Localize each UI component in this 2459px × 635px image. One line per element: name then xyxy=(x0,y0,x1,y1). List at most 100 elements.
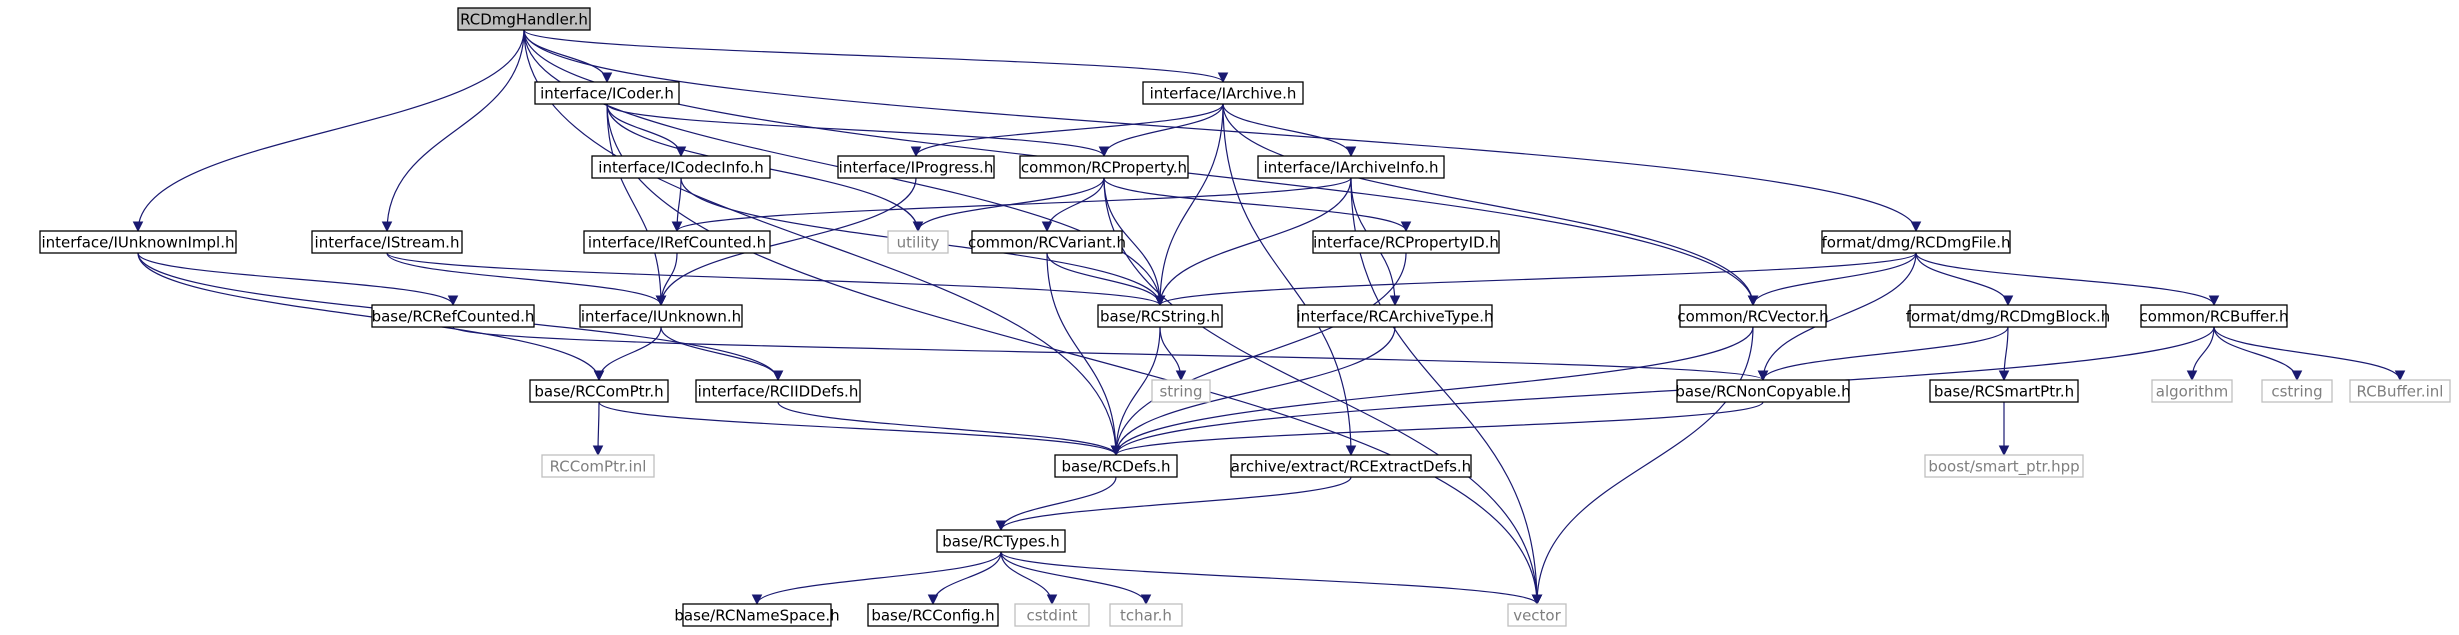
node-rciiddefs[interactable]: interface/RCIIDDefs.h xyxy=(695,379,861,403)
edge-rcdmgblock-to-rcsmartptr xyxy=(1998,326,2010,382)
node-rcpropertyid[interactable]: interface/RCPropertyID.h xyxy=(1312,230,1500,254)
node-iunknownimpl[interactable]: interface/IUnknownImpl.h xyxy=(39,230,237,254)
edge-iarchive-to-rcproperty xyxy=(1098,103,1224,158)
node-label-rccomptrinl: RCComPtr.inl xyxy=(550,458,647,476)
node-box-rcrefcounted xyxy=(371,304,535,328)
node-rcdefs[interactable]: base/RCDefs.h xyxy=(1054,454,1178,478)
node-box-rcextractdefs xyxy=(1230,454,1472,478)
node-label-algorithm: algorithm xyxy=(2156,383,2228,401)
node-rcsmartptr[interactable]: base/RCSmartPtr.h xyxy=(1929,379,2079,403)
node-box-icodecinfo xyxy=(591,155,771,179)
node-icoder[interactable]: interface/ICoder.h xyxy=(534,81,680,105)
node-rccomptrinl: RCComPtr.inl xyxy=(541,454,655,478)
node-label-string: string xyxy=(1159,383,1202,401)
node-box-rcvariant xyxy=(971,230,1123,254)
node-box-boostsmartptr xyxy=(1924,454,2084,478)
node-algorithm: algorithm xyxy=(2151,379,2233,403)
edge-istream-to-iunknown xyxy=(386,252,667,307)
node-rcarchivetype[interactable]: interface/RCArchiveType.h xyxy=(1297,304,1494,328)
node-rcvector[interactable]: common/RCVector.h xyxy=(1677,304,1829,328)
node-icodecinfo[interactable]: interface/ICodecInfo.h xyxy=(591,155,771,179)
node-rcdmgfile[interactable]: format/dmg/RCDmgFile.h xyxy=(1821,230,2011,254)
node-label-rcarchivetype: interface/RCArchiveType.h xyxy=(1297,308,1494,326)
node-box-string xyxy=(1151,379,1211,403)
edge-rccomptr-to-rccomptrinl xyxy=(592,401,604,457)
edge-rcnoncopyable-to-rcdefs xyxy=(1110,401,1764,457)
node-label-rcextractdefs: archive/extract/RCExtractDefs.h xyxy=(1231,458,1471,476)
edge-rctypes-to-rcconfig xyxy=(927,551,1002,606)
node-tchar: tchar.h xyxy=(1109,603,1183,627)
node-vector: vector xyxy=(1507,603,1567,627)
node-label-vector: vector xyxy=(1513,607,1561,625)
edge-rcrefcounted-to-rcnoncopyable xyxy=(452,326,1768,382)
node-rcextractdefs[interactable]: archive/extract/RCExtractDefs.h xyxy=(1230,454,1472,478)
node-label-istream: interface/IStream.h xyxy=(315,234,460,252)
edge-rcstring-to-rcdefs xyxy=(1110,326,1161,457)
node-label-rcvariant: common/RCVariant.h xyxy=(968,234,1126,252)
node-box-rccomptr xyxy=(529,379,669,403)
edge-rcbuffer-to-rcdefs xyxy=(1110,326,2215,457)
edge-rcextractdefs-to-rctypes xyxy=(995,476,1352,532)
node-irefcounted[interactable]: interface/IRefCounted.h xyxy=(583,230,771,254)
node-rcbuffer[interactable]: common/RCBuffer.h xyxy=(2140,304,2289,328)
node-boostsmartptr: boost/smart_ptr.hpp xyxy=(1924,454,2084,478)
node-label-rcsmartptr: base/RCSmartPtr.h xyxy=(1934,383,2074,401)
node-label-iunknownimpl: interface/IUnknownImpl.h xyxy=(41,234,234,252)
edge-rcarchivetype-to-rcdefs xyxy=(1110,326,1396,457)
edge-rccomptr-to-rcdefs xyxy=(598,401,1122,457)
edge-rcdmgfile-to-rcbuffer xyxy=(1915,252,2220,307)
node-box-cstdint xyxy=(1014,603,1090,627)
edge-icoder-to-vector xyxy=(606,103,1543,606)
node-box-vector xyxy=(1507,603,1567,627)
edge-rcdmghandler-to-iarchive xyxy=(523,29,1229,84)
node-box-istream xyxy=(311,230,463,254)
node-rcrefcounted[interactable]: base/RCRefCounted.h xyxy=(371,304,535,328)
file-nodes: RCDmgHandler.h interface/ICoder.h interfac… xyxy=(39,7,2451,627)
node-box-rcvector xyxy=(1679,304,1827,328)
edge-rcdefs-to-rctypes xyxy=(995,476,1117,532)
edge-irefcounted-to-iunknown xyxy=(655,252,678,307)
edge-rctypes-to-tchar xyxy=(1000,551,1152,606)
node-box-rcnamespace xyxy=(682,603,832,627)
node-rccomptr[interactable]: base/RCComPtr.h xyxy=(529,379,669,403)
node-box-rcdefs xyxy=(1054,454,1178,478)
edge-rcstring-to-string xyxy=(1159,326,1187,382)
node-box-icoder xyxy=(534,81,680,105)
node-iprogress[interactable]: interface/IProgress.h xyxy=(837,155,995,179)
node-rctypes[interactable]: base/RCTypes.h xyxy=(936,529,1066,553)
node-iarchiveinfo[interactable]: interface/IArchiveInfo.h xyxy=(1257,155,1445,179)
node-label-rcstring: base/RCString.h xyxy=(1100,308,1220,326)
node-label-tchar: tchar.h xyxy=(1120,607,1172,625)
node-label-rcdmghandler: RCDmgHandler.h xyxy=(460,11,588,29)
edge-rcvector-to-rcdefs xyxy=(1110,326,1754,457)
edge-icoder-to-rcproperty xyxy=(606,103,1110,158)
edge-iunknown-to-rciiddefs xyxy=(660,326,784,382)
node-iarchive[interactable]: interface/IArchive.h xyxy=(1142,81,1304,105)
dependency-edges xyxy=(132,29,2406,606)
edge-iarchive-to-iprogress xyxy=(910,103,1224,158)
edge-rctypes-to-cstdint xyxy=(1000,551,1058,606)
edge-iarchiveinfo-to-vector xyxy=(1350,177,1543,606)
node-rcvariant[interactable]: common/RCVariant.h xyxy=(968,230,1126,254)
node-rcproperty[interactable]: common/RCProperty.h xyxy=(1019,155,1189,179)
node-rcnamespace[interactable]: base/RCNameSpace.h xyxy=(674,603,840,627)
node-label-rcnamespace: base/RCNameSpace.h xyxy=(674,607,839,625)
edge-rcdmghandler-to-iunknownimpl xyxy=(132,29,525,233)
edge-rcdmghandler-to-icoder xyxy=(523,29,613,84)
node-label-rcnoncopyable: base/RCNonCopyable.h xyxy=(1675,383,1850,401)
node-rcdmghandler[interactable]: RCDmgHandler.h xyxy=(457,7,591,31)
node-rcstring[interactable]: base/RCString.h xyxy=(1097,304,1223,328)
node-rcdmgblock[interactable]: format/dmg/RCDmgBlock.h xyxy=(1906,304,2111,328)
edge-rcbuffer-to-rcbufferinl xyxy=(2213,326,2406,382)
node-rcconfig[interactable]: base/RCConfig.h xyxy=(867,603,999,627)
node-label-rcdmgfile: format/dmg/RCDmgFile.h xyxy=(1821,234,2010,252)
node-rcnoncopyable[interactable]: base/RCNonCopyable.h xyxy=(1675,379,1851,403)
node-istream[interactable]: interface/IStream.h xyxy=(311,230,463,254)
node-cstdint: cstdint xyxy=(1014,603,1090,627)
edge-icodecinfo-to-irefcounted xyxy=(671,177,683,233)
edge-rcproperty-to-vector xyxy=(1103,177,1543,606)
node-box-rcsmartptr xyxy=(1929,379,2079,403)
node-box-rcarchivetype xyxy=(1297,304,1493,328)
node-iunknown[interactable]: interface/IUnknown.h xyxy=(579,304,743,328)
node-label-icoder: interface/ICoder.h xyxy=(540,85,674,103)
